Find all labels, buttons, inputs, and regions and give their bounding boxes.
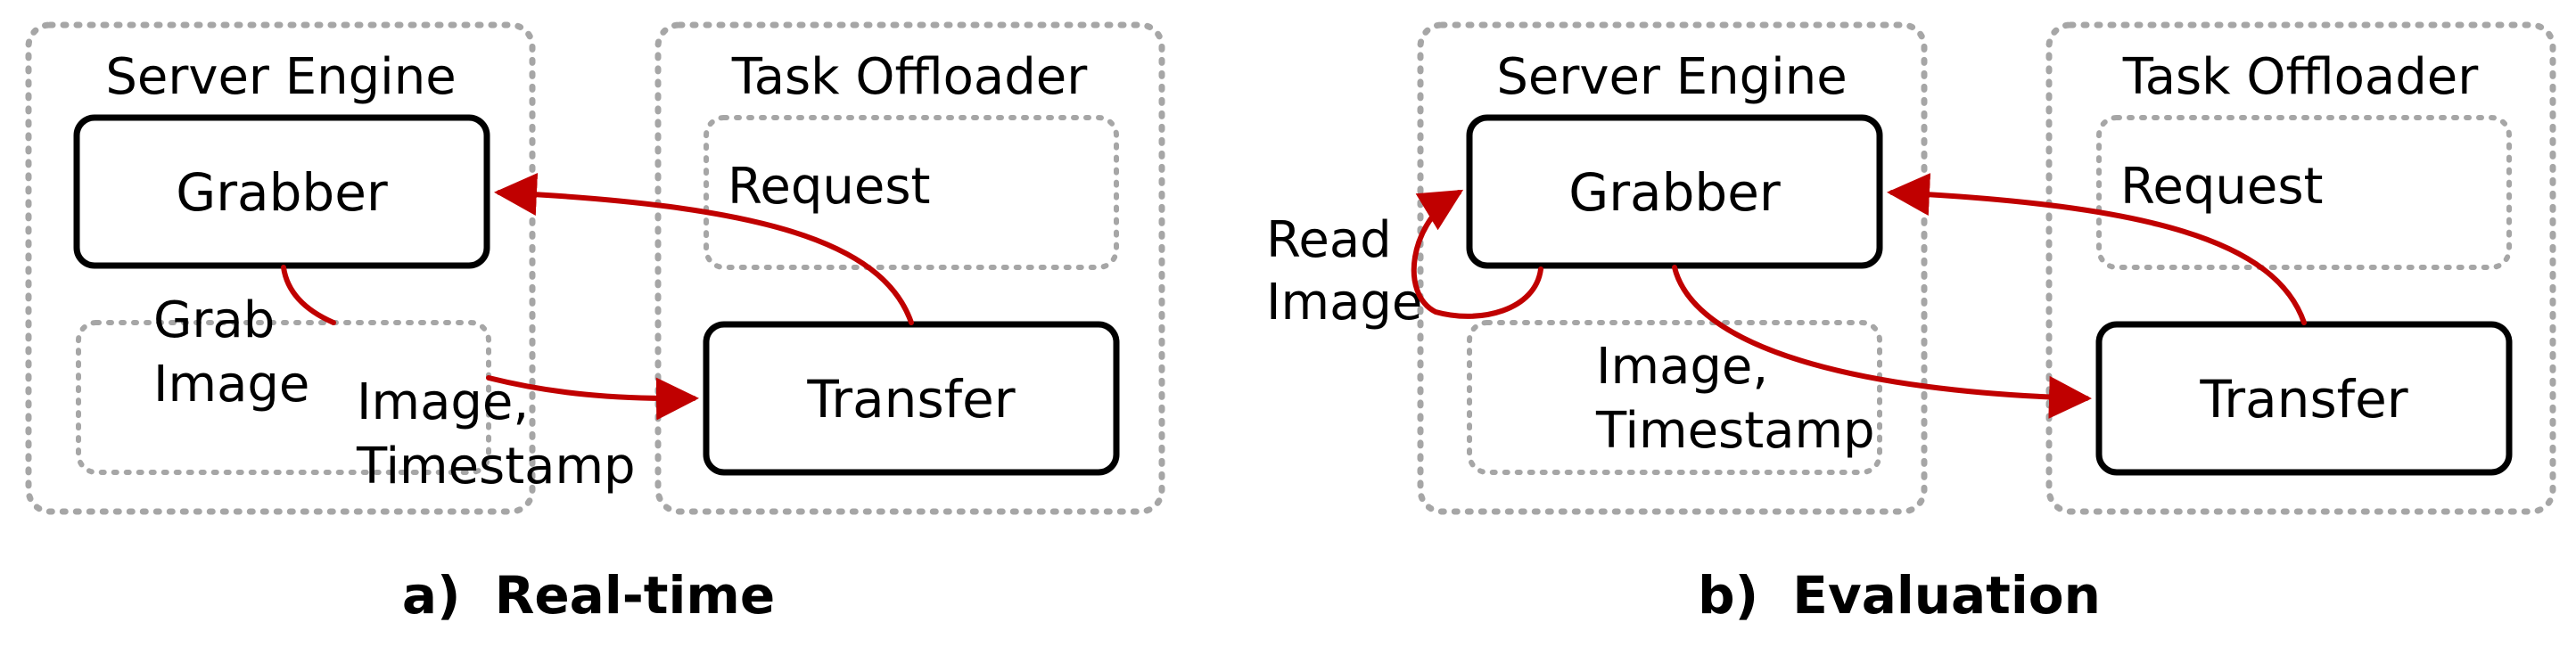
grabber-label-b: Grabber [1568, 162, 1781, 223]
image-timestamp-label-line2-b: Timestamp [1595, 402, 1875, 460]
request-label-a: Request [728, 158, 930, 216]
read-image-loop-arrow-b [1411, 189, 1543, 319]
grab-image-label-line2-a: Image [153, 356, 309, 414]
caption-a-prefix: a) [402, 565, 461, 626]
request-label-b: Request [2120, 158, 2323, 216]
server-engine-title-a: Server Engine [105, 48, 456, 106]
grab-image-subgroup-a [76, 320, 491, 475]
grab-image-curve-a [281, 265, 336, 325]
caption-a-title: Real-time [495, 565, 775, 626]
image-timestamp-arrow-a [486, 375, 699, 421]
image-timestamp-arrow-b [1672, 265, 2092, 419]
grab-image-label-line1-a: Grab [153, 291, 275, 349]
task-offloader-group-a [654, 21, 1165, 515]
transfer-label-b: Transfer [2199, 369, 2407, 430]
task-offloader-group-b [2045, 21, 2556, 515]
image-timestamp-label-line2-a: Timestamp [356, 438, 636, 495]
request-subgroup-b [2096, 115, 2512, 270]
read-image-label-line2-b: Image [1266, 274, 1422, 332]
transfer-to-grabber-arrow-a [494, 173, 914, 325]
request-subgroup-a [704, 115, 1119, 270]
read-image-label-line1-b: Read [1266, 211, 1392, 269]
task-offloader-title-a: Task Offloader [731, 48, 1088, 106]
panel-a: Server Engine Task Offloader Grabber Tra… [25, 21, 1165, 515]
server-engine-group-a [25, 21, 536, 515]
caption-b-prefix: b) [1698, 565, 1758, 626]
caption-a: a) Real-time [402, 565, 775, 626]
image-timestamp-label-line1-b: Image, [1596, 338, 1768, 396]
panel-b: Server Engine Task Offloader Grabber Tra… [1266, 21, 2556, 515]
server-engine-group-b [1417, 21, 1928, 515]
image-timestamp-subgroup-b [1467, 320, 1882, 475]
transfer-to-grabber-arrow-b [1887, 173, 2307, 325]
task-offloader-title-b: Task Offloader [2122, 48, 2479, 106]
server-engine-title-b: Server Engine [1496, 48, 1847, 106]
transfer-label-a: Transfer [806, 369, 1015, 430]
grabber-label-a: Grabber [176, 162, 388, 223]
caption-b: b) Evaluation [1698, 565, 2101, 626]
caption-b-title: Evaluation [1792, 565, 2101, 626]
